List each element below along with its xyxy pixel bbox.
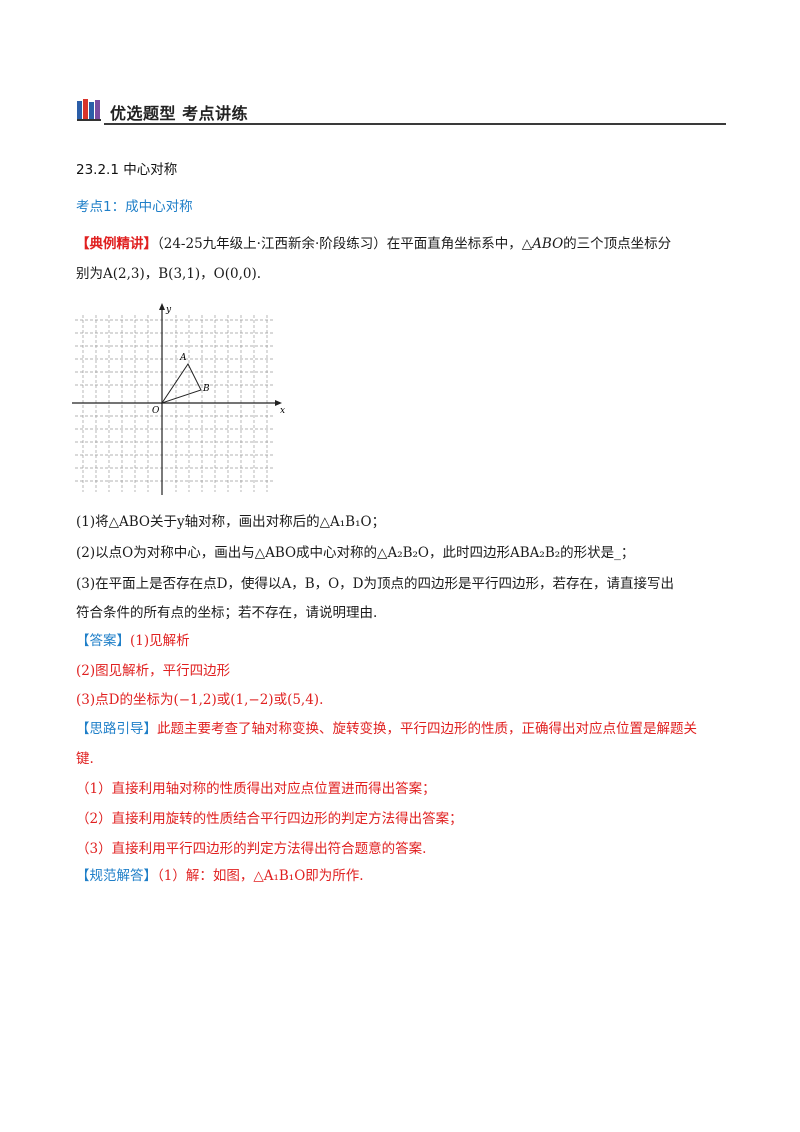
- hint-step-3: （3）直接利用平行四边形的判定方法得出符合题意的答案.: [76, 841, 427, 857]
- answer-line-1: 【答案】(1)见解析: [76, 631, 726, 651]
- origin-label: O: [152, 406, 160, 416]
- question-3-line-2: 符合条件的所有点的坐标；若不存在，请说明理由.: [76, 605, 378, 621]
- solution-line: 【规范解答】（1）解：如图，△A₁B₁O即为所作.: [76, 866, 726, 886]
- answer-2: (2)图见解析，平行四边形: [76, 663, 231, 679]
- coordinate-graph: x y O A B: [72, 303, 285, 495]
- question-1: (1)将△ABO关于y轴对称，画出对称后的△A₁B₁O；: [76, 514, 386, 530]
- example-tag: 【典例精讲】: [76, 236, 157, 252]
- point-b-label: B: [202, 384, 210, 394]
- x-label: x: [280, 406, 285, 416]
- y-label: y: [165, 305, 172, 315]
- example-line-2: 别为A(2,3)，B(3,1)，O(0,0).: [76, 266, 262, 282]
- solution-text: （1）解：如图，△A₁B₁O即为所作.: [157, 868, 364, 884]
- example-tail: 的三个顶点坐标分: [563, 236, 672, 252]
- example-line-1: 【典例精讲】（24-25九年级上·江西新余·阶段练习）在平面直角坐标系中，△AB…: [76, 234, 726, 254]
- books-icon: [77, 99, 101, 121]
- grid: [75, 315, 275, 492]
- hint-step-2: （2）直接利用旋转的性质结合平行四边形的判定方法得出答案；: [76, 811, 463, 827]
- answer-1: (1)见解析: [130, 633, 190, 649]
- header-divider: [104, 123, 726, 125]
- hint-tag: 【思路引导】: [76, 721, 157, 737]
- header-title: 优选题型 考点讲练: [110, 104, 249, 123]
- section-header: 优选题型 考点讲练: [76, 96, 726, 126]
- topic-title: 考点1：成中心对称: [76, 199, 193, 215]
- section-title: 23.2.1 中心对称: [76, 162, 178, 178]
- hint-line-1: 【思路引导】此题主要考查了轴对称变换、旋转变换，平行四边形的性质，正确得出对应点…: [76, 719, 726, 739]
- x-axis-arrow: [275, 400, 282, 406]
- example-text: 在平面直角坐标系中，: [386, 236, 522, 252]
- point-a-label: A: [179, 353, 187, 363]
- question-3-line-1: (3)在平面上是否存在点D，使得以A，B，O，D为顶点的四边形是平行四边形，若存…: [76, 576, 675, 592]
- answer-tag: 【答案】: [76, 633, 130, 649]
- question-2: (2)以点O为对称中心，画出与△ABO成中心对称的△A₂B₂O，此时四边形ABA…: [76, 545, 635, 561]
- hint-text: 此题主要考查了轴对称变换、旋转变换，平行四边形的性质，正确得出对应点位置是解题关: [157, 721, 697, 737]
- example-source: （24-25九年级上·江西新余·阶段练习）: [157, 236, 387, 252]
- triangle-abo: △ABO: [521, 236, 564, 252]
- triangle-abo-shape: [160, 363, 202, 404]
- hint-line-2: 键.: [76, 751, 94, 767]
- y-axis-arrow: [159, 303, 165, 310]
- solution-tag: 【规范解答】: [76, 868, 157, 884]
- hint-step-1: （1）直接利用轴对称的性质得出对应点位置进而得出答案；: [76, 781, 436, 797]
- answer-3: (3)点D的坐标为(−1,2)或(1,−2)或(5,4).: [76, 692, 324, 708]
